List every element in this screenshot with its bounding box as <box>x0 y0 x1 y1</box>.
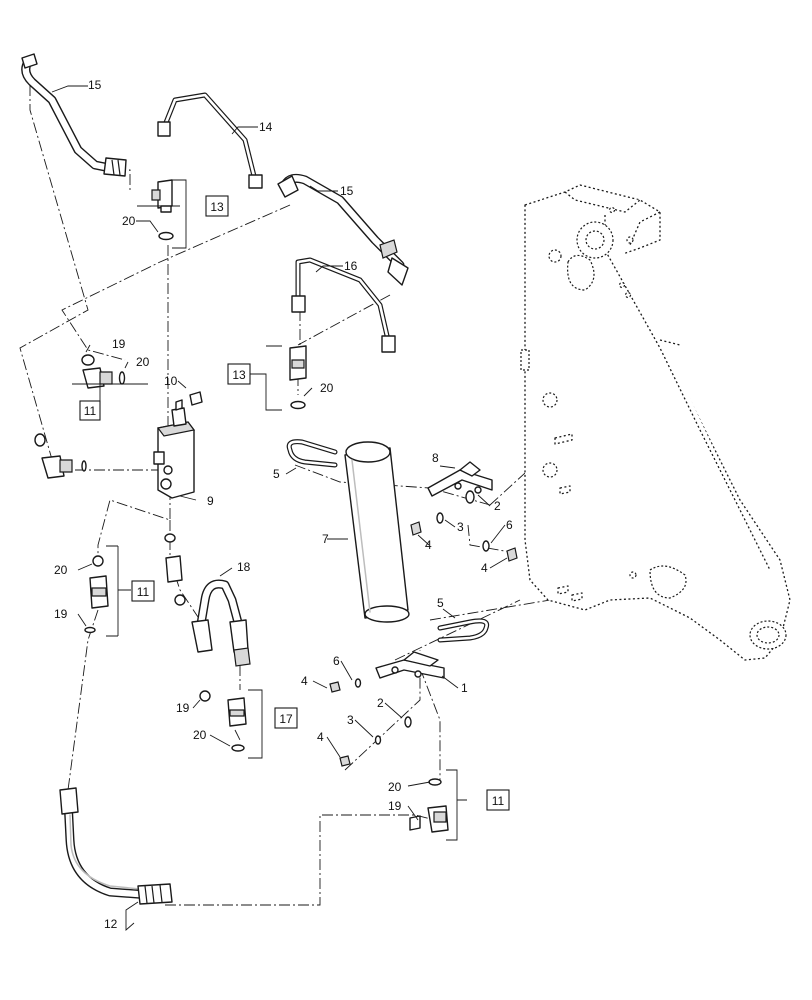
part-17-fitting <box>199 690 247 752</box>
callout-19-lower-mid: 19 <box>176 701 190 715</box>
part-1-bracket <box>375 651 445 679</box>
part-7-accumulator <box>344 441 410 623</box>
callout-5-upper: 5 <box>273 467 280 481</box>
callout-9: 9 <box>207 494 214 508</box>
part-13-fitting-middle <box>289 345 307 410</box>
side-fitting-left <box>34 433 87 479</box>
callout-11-upper-label: 11 <box>84 404 97 418</box>
callout-10: 10 <box>164 374 178 388</box>
part-18-hose <box>191 579 251 667</box>
callout-7: 7 <box>322 532 329 546</box>
callout-20-upper: 20 <box>122 214 136 228</box>
part-11-fitting-mid-left <box>84 555 109 634</box>
assembly-centerlines <box>19 85 581 906</box>
part-14-tube <box>157 92 263 189</box>
callout-11-lower: 11 <box>486 789 510 811</box>
callout-4-lower-top: 4 <box>301 674 308 688</box>
part-11-fitting-upper-left <box>81 354 126 389</box>
callout-19-upper-left: 19 <box>112 337 126 351</box>
callout-18: 18 <box>237 560 251 574</box>
part-8-bracket <box>427 461 493 497</box>
callout-19-lower-right: 19 <box>388 799 402 813</box>
part-10-plug <box>189 391 203 406</box>
callout-20-mid-left: 20 <box>54 563 68 577</box>
part-15-upper-tube <box>21 53 127 177</box>
part-5-ubolt-lower <box>437 618 490 643</box>
callout-5-lower: 5 <box>437 596 444 610</box>
callout-4-upper-left: 4 <box>425 538 432 552</box>
part-16-tube <box>291 257 396 353</box>
callout-13-middle-label: 13 <box>232 368 246 382</box>
callout-19-mid-left: 19 <box>54 607 68 621</box>
callout-14: 14 <box>259 120 273 134</box>
callout-11-middle-label: 11 <box>137 585 150 599</box>
callout-3-lower: 3 <box>347 713 354 727</box>
callout-4-lower-bottom: 4 <box>317 730 324 744</box>
part-5-ubolt-upper <box>286 439 338 468</box>
callout-15-right: 15 <box>340 184 354 198</box>
callout-13-middle: 13 <box>227 363 251 385</box>
callout-20-lower-mid: 20 <box>193 728 207 742</box>
leader-lines <box>51 85 508 931</box>
callout-16: 16 <box>344 259 358 273</box>
callout-20-upper-left: 20 <box>136 355 150 369</box>
fittings-below-valve <box>164 533 186 606</box>
callout-3-upper: 3 <box>457 520 464 534</box>
part-11-fitting-lower-right <box>409 778 449 833</box>
callout-2-lower: 2 <box>377 696 384 710</box>
part-15-right-tube <box>277 173 409 286</box>
callout-4-upper-right: 4 <box>481 561 488 575</box>
callout-20-lower-right: 20 <box>388 780 402 794</box>
callout-15-upper: 15 <box>88 78 102 92</box>
callout-11-lower-label: 11 <box>492 794 505 808</box>
callout-17: 17 <box>274 707 298 729</box>
loader-frame <box>520 184 791 661</box>
part-12-hose <box>59 787 173 905</box>
callout-1: 1 <box>461 681 468 695</box>
callout-6-lower: 6 <box>333 654 340 668</box>
callout-20-middle: 20 <box>320 381 334 395</box>
callout-2-upper: 2 <box>494 499 501 513</box>
part-13-fitting-upper <box>151 179 174 241</box>
part-9-valve-block <box>153 399 196 499</box>
hardware-washers-nuts <box>329 490 518 767</box>
callout-17-label: 17 <box>279 712 293 726</box>
callout-11-middle: 11 <box>131 580 155 602</box>
callout-13-upper: 13 <box>205 195 229 217</box>
callout-13-upper-label: 13 <box>210 200 224 214</box>
callout-8: 8 <box>432 451 439 465</box>
callout-6-upper: 6 <box>506 518 513 532</box>
callout-12: 12 <box>104 917 118 931</box>
callout-11-upper: 11 <box>79 400 101 421</box>
callout-numbers: 15 14 15 16 20 19 20 10 20 9 5 7 8 2 3 6… <box>54 78 513 931</box>
